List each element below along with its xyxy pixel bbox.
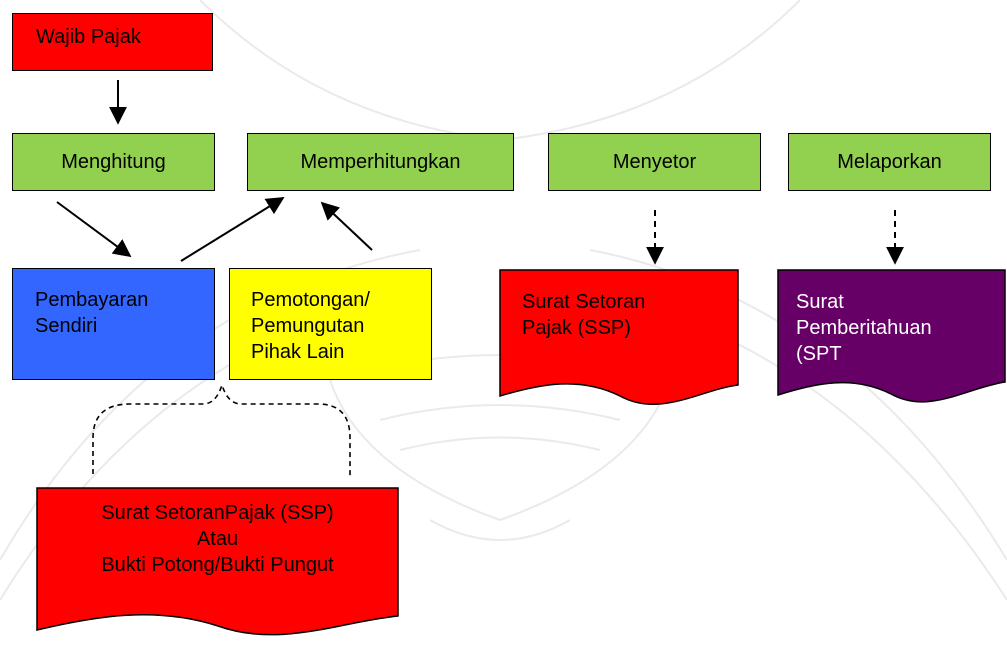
bukti-line-1: Surat SetoranPajak (SSP) <box>101 502 334 524</box>
node-melaporkan: Melaporkan <box>788 133 991 191</box>
node-wajib-pajak-label: Wajib Pajak <box>36 26 141 48</box>
node-menghitung: Menghitung <box>12 133 215 191</box>
bukti-line-3: Bukti Potong/Bukti Pungut <box>101 554 334 576</box>
ssp-document-shape <box>499 269 739 406</box>
spt-line-3: (SPT <box>796 343 842 365</box>
bukti-document-shape <box>36 487 399 636</box>
spt-line-2: Pemberitahuan <box>796 317 932 339</box>
node-memperhitungkan: Memperhitungkan <box>247 133 514 191</box>
bukti-line-2: Atau <box>196 528 239 550</box>
node-pembayaran-sendiri: Pembayaran Sendiri <box>12 268 215 380</box>
node-bukti-potong: Surat SetoranPajak (SSP) Atau Bukti Poto… <box>37 500 398 578</box>
ssp-line-1: Surat Setoran <box>522 291 646 313</box>
node-memperhitungkan-label: Memperhitungkan <box>300 151 461 173</box>
node-menyetor: Menyetor <box>548 133 761 191</box>
arrow-pemotongan-to-memperhitungkan <box>320 201 373 251</box>
node-surat-setoran-pajak: Surat Setoran Pajak (SSP) <box>522 289 645 341</box>
node-menghitung-label: Menghitung <box>61 151 166 173</box>
node-wajib-pajak: Wajib Pajak <box>12 13 213 71</box>
node-menyetor-label: Menyetor <box>612 151 697 173</box>
spt-line-1: Surat <box>796 291 844 313</box>
pemotongan-line-3: Pihak Lain <box>251 341 345 363</box>
pembayaran-line-1: Pembayaran <box>35 289 149 311</box>
node-pemotongan-pemungutan: Pemotongan/ Pemungutan Pihak Lain <box>229 268 432 380</box>
spt-document-shape <box>777 269 1006 403</box>
pembayaran-line-2: Sendiri <box>35 315 98 337</box>
arrow-menghitung-to-pembayaran <box>56 201 132 258</box>
ssp-line-2: Pajak (SSP) <box>522 317 631 339</box>
pemotongan-line-1: Pemotongan/ <box>251 289 370 311</box>
node-surat-pemberitahuan: Surat Pemberitahuan (SPT <box>796 289 932 367</box>
dashed-brace-to-bukti <box>92 382 351 476</box>
node-melaporkan-label: Melaporkan <box>837 151 942 173</box>
arrow-pembayaran-to-memperhitungkan <box>180 197 285 262</box>
pemotongan-line-2: Pemungutan <box>251 315 365 337</box>
